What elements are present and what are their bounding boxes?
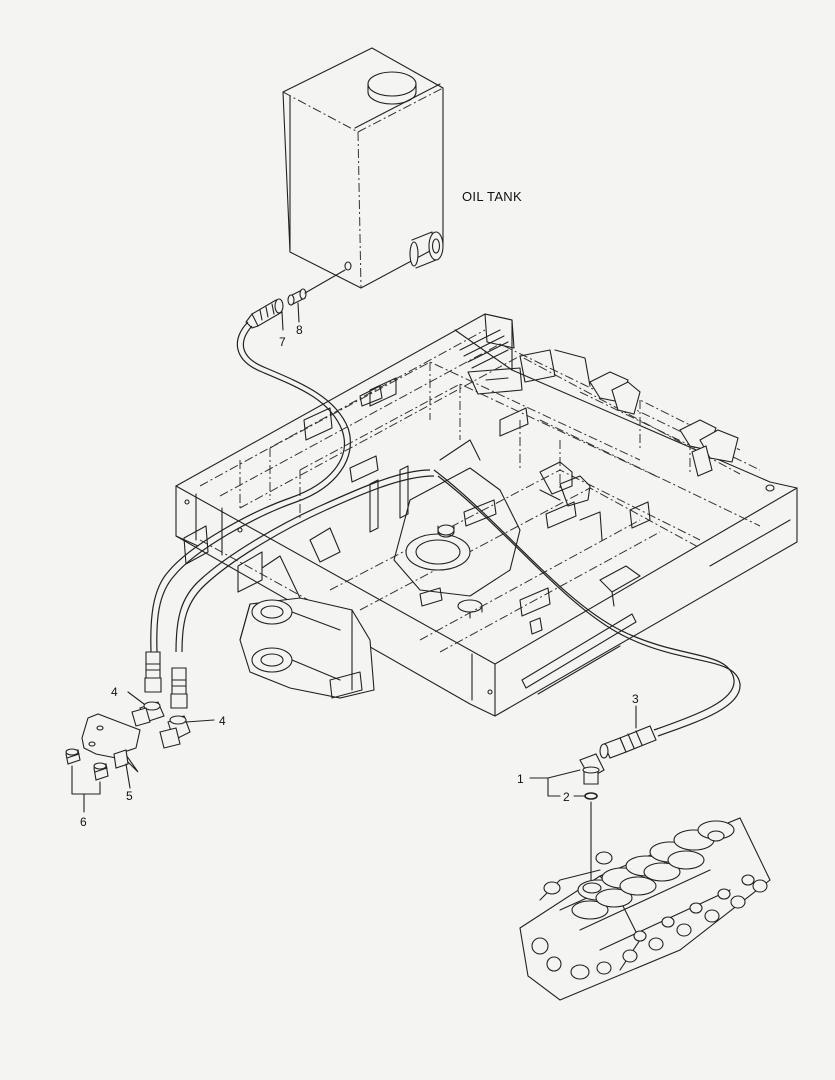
bracket-plate-5 bbox=[81, 713, 141, 773]
swing-bracket bbox=[239, 555, 375, 699]
callout-3: 3 bbox=[632, 692, 639, 706]
oil-tank bbox=[282, 47, 444, 289]
plug-6-a bbox=[65, 748, 81, 765]
hose-fitting-3 bbox=[599, 725, 657, 759]
valve-ports bbox=[596, 874, 768, 975]
elbow-fitting-4-upper bbox=[131, 701, 165, 727]
plug-6-b bbox=[93, 762, 109, 781]
callout-4-upper: 4 bbox=[111, 685, 118, 699]
fitting-7 bbox=[245, 298, 284, 329]
elbow-fitting-1 bbox=[579, 753, 605, 785]
fitting-8 bbox=[287, 288, 307, 306]
callout-leaders bbox=[71, 691, 637, 813]
hose-fitting-left-b bbox=[170, 667, 188, 709]
o-ring-2 bbox=[584, 792, 598, 800]
callout-1: 1 bbox=[517, 772, 524, 786]
hose-fitting-left-a bbox=[144, 651, 162, 693]
elbow-fitting-4-lower bbox=[159, 715, 191, 749]
oil-tank-label: OIL TANK bbox=[462, 189, 522, 204]
callout-8: 8 bbox=[296, 323, 303, 337]
control-valve bbox=[519, 817, 771, 1001]
callout-2: 2 bbox=[563, 790, 570, 804]
callout-6: 6 bbox=[80, 815, 87, 829]
callout-4-lower: 4 bbox=[219, 714, 226, 728]
upper-frame bbox=[175, 313, 798, 717]
callout-7: 7 bbox=[279, 335, 286, 349]
callout-5: 5 bbox=[126, 789, 133, 803]
valve-spools bbox=[571, 820, 735, 920]
